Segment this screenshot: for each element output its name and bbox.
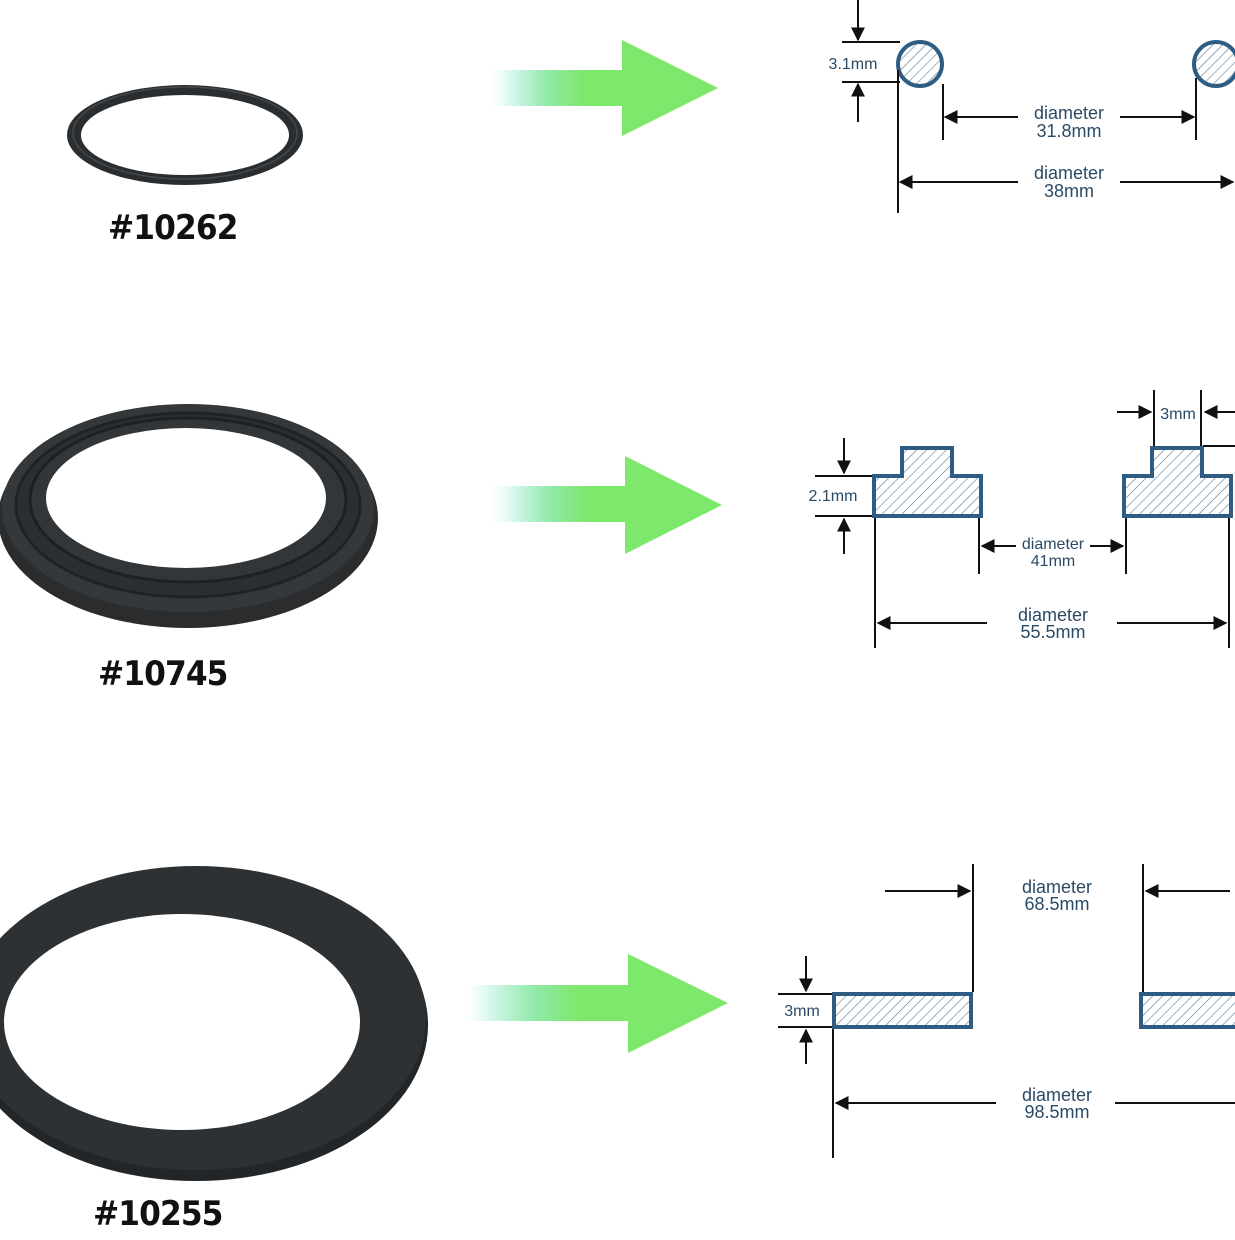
outer-diameter-label: diameter xyxy=(1018,605,1088,625)
outer-diameter-value: 38mm xyxy=(1044,181,1094,201)
inner-diameter-value: 31.8mm xyxy=(1036,121,1101,141)
outer-diameter-label: diameter xyxy=(1022,1085,1092,1105)
inner-diameter-value: 41mm xyxy=(1031,553,1075,570)
cross-section-right xyxy=(1122,446,1233,518)
o-ring-photo xyxy=(67,85,303,185)
thickness-label: 2.1mm xyxy=(809,488,858,505)
inner-diameter-label: diameter xyxy=(1022,877,1092,897)
thickness-label: 3mm xyxy=(784,1003,820,1020)
part-10262: 3.1mm diameter 31.8mm diameter 38mm xyxy=(67,0,1235,213)
part-number-10262: #10262 xyxy=(108,208,238,248)
inner-diameter-value: 68.5mm xyxy=(1024,894,1089,914)
inner-diameter-label: diameter xyxy=(1034,103,1104,123)
profile-drawing-flat: 3mm diameter 68.5mm diameter 98.5mm xyxy=(778,864,1235,1158)
cross-section-left xyxy=(872,446,983,518)
outer-diameter-value: 55.5mm xyxy=(1020,622,1085,642)
outer-diameter-value: 98.5mm xyxy=(1024,1102,1089,1122)
cross-section-right xyxy=(1139,992,1235,1029)
right-arrow-icon xyxy=(485,40,718,136)
profile-drawing-stepped: 2.1mm 3mm diameter 41mm diameter 55.5mm xyxy=(809,390,1235,648)
right-arrow-icon xyxy=(487,456,722,554)
part-number-10745: #10745 xyxy=(98,654,228,694)
profile-drawing-round: 3.1mm diameter 31.8mm diameter 38mm xyxy=(829,0,1235,213)
part-number-10255: #10255 xyxy=(93,1194,223,1234)
inner-diameter-label: diameter xyxy=(1022,536,1085,553)
flat-gasket-photo xyxy=(0,866,428,1181)
stepped-gasket-photo xyxy=(0,404,378,628)
thickness-label: 3.1mm xyxy=(829,56,878,73)
part-10745: 2.1mm 3mm diameter 41mm diameter 55.5mm xyxy=(0,390,1235,648)
outer-diameter-label: diameter xyxy=(1034,163,1104,183)
cross-section-left xyxy=(896,40,944,88)
right-arrow-icon xyxy=(458,954,728,1053)
part-10255: 3mm diameter 68.5mm diameter 98.5mm xyxy=(0,864,1235,1181)
cross-section-left xyxy=(832,992,973,1029)
cross-section-right xyxy=(1192,40,1235,88)
step-width-label: 3mm xyxy=(1160,406,1196,423)
